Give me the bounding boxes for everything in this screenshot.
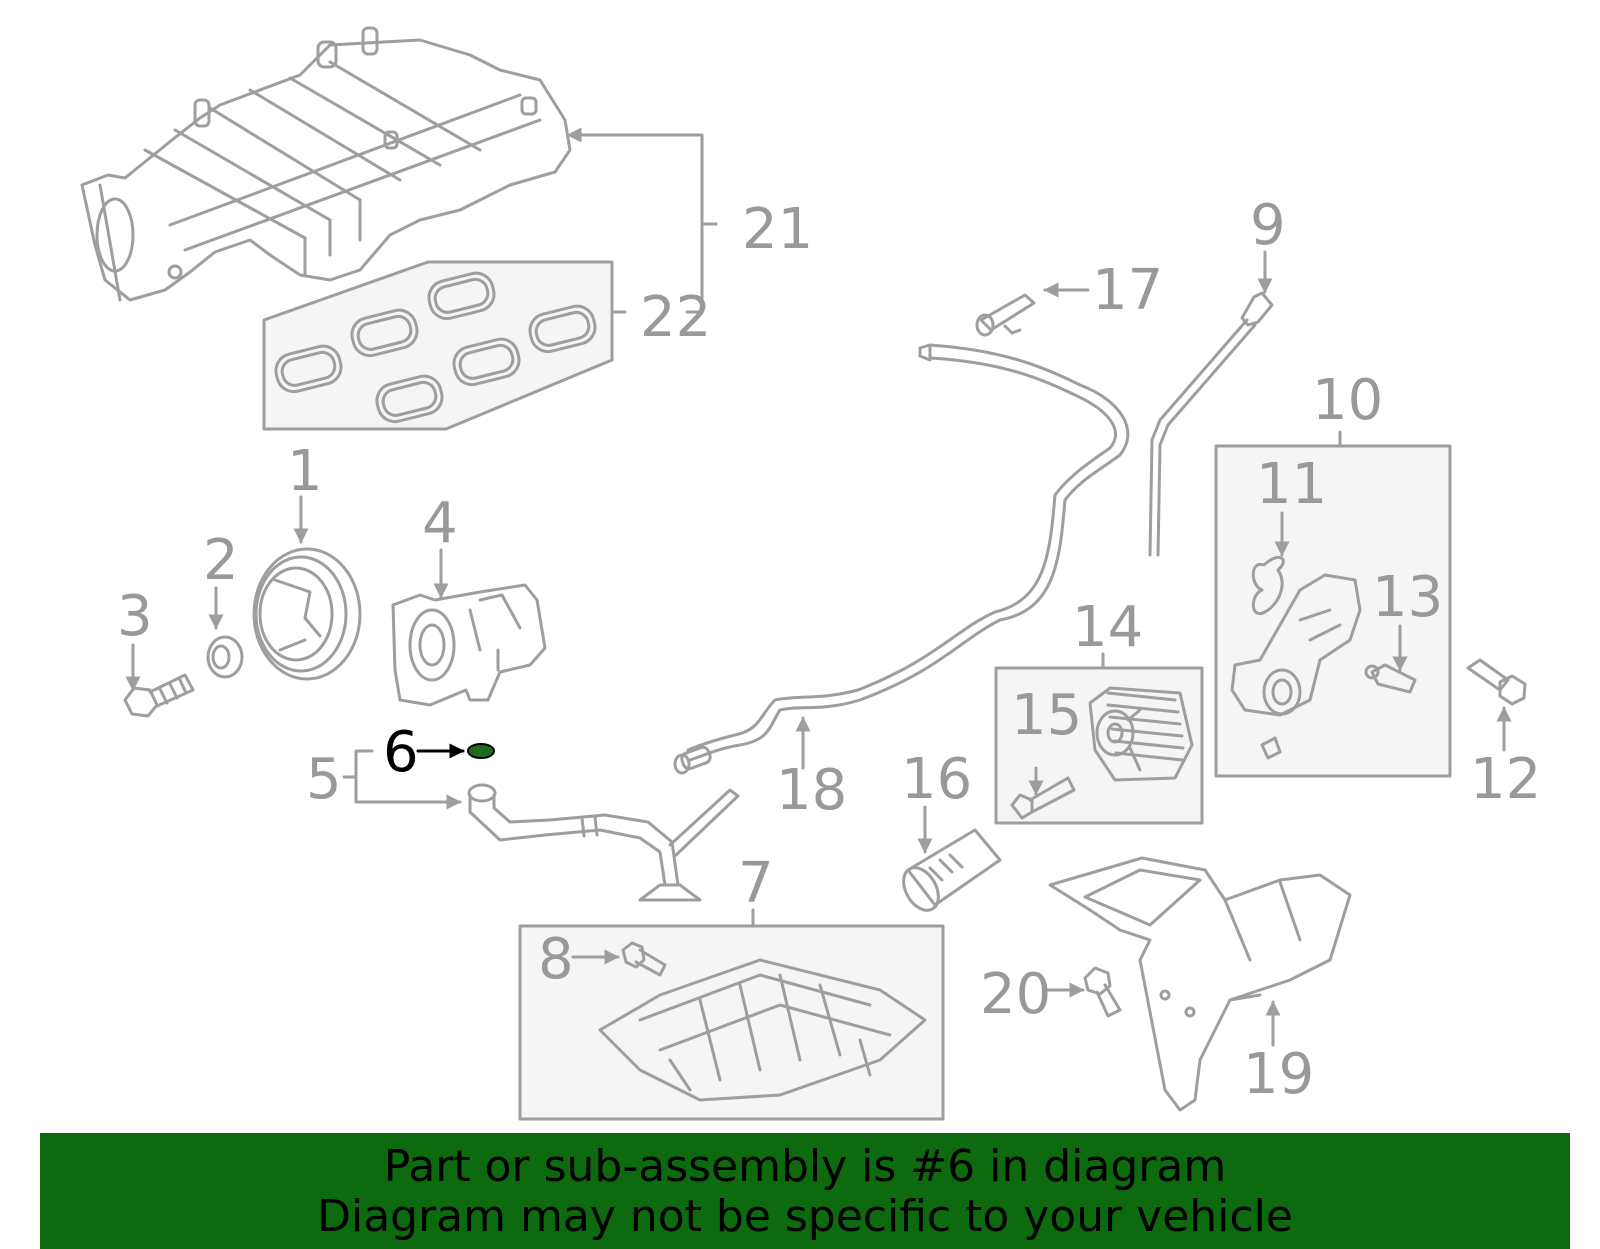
callout-5: 5 xyxy=(306,747,342,812)
callout-leader-21 xyxy=(568,135,718,314)
callout-8: 8 xyxy=(538,927,574,992)
callout-21: 21 xyxy=(742,197,814,262)
callout-7: 7 xyxy=(738,851,774,916)
shield-bolt xyxy=(1083,966,1122,1018)
sensor-harness xyxy=(673,293,1130,775)
callout-20: 20 xyxy=(980,962,1052,1027)
callout-3: 3 xyxy=(117,584,153,649)
callout-18: 18 xyxy=(776,758,848,823)
callout-14: 14 xyxy=(1072,595,1144,660)
banner-line-2: Diagram may not be specific to your vehi… xyxy=(317,1191,1293,1242)
oil-filter xyxy=(902,828,1002,912)
o-ring-highlighted xyxy=(467,743,495,759)
adapter-bolt xyxy=(1466,658,1527,706)
callout-22: 22 xyxy=(640,285,712,350)
info-banner: Part or sub-assembly is #6 in diagram Di… xyxy=(40,1133,1570,1249)
oil-pump xyxy=(391,583,547,707)
callout-12: 12 xyxy=(1470,747,1542,812)
pulley-bolt xyxy=(123,673,195,718)
intake-manifold xyxy=(80,26,572,302)
callout-leader-5 xyxy=(342,749,460,802)
banner-line-1: Part or sub-assembly is #6 in diagram xyxy=(383,1141,1227,1192)
sensor-13 xyxy=(1364,663,1417,694)
callout-19: 19 xyxy=(1243,1042,1315,1107)
oil-pan-box xyxy=(518,924,945,1121)
oil-cooler-box xyxy=(994,666,1204,825)
parts-diagram xyxy=(80,26,1527,1121)
callout-11: 11 xyxy=(1256,452,1328,517)
callout-10: 10 xyxy=(1312,368,1384,433)
splash-shield xyxy=(1048,856,1352,1112)
callout-4: 4 xyxy=(422,491,458,556)
callout-13: 13 xyxy=(1372,565,1444,630)
callout-16: 16 xyxy=(901,747,973,812)
pan-bolt xyxy=(621,941,667,977)
callout-9: 9 xyxy=(1250,193,1286,258)
filter-adapter-box xyxy=(1214,444,1452,778)
callout-2: 2 xyxy=(203,528,239,593)
cooler-bolt xyxy=(1010,776,1076,820)
crank-pulley xyxy=(252,547,362,681)
callout-17: 17 xyxy=(1092,258,1164,323)
washer xyxy=(206,635,244,679)
callout-6: 6 xyxy=(383,720,419,785)
gasket-set xyxy=(262,260,614,431)
callout-15: 15 xyxy=(1011,683,1083,748)
oil-pickup-tube xyxy=(467,783,740,902)
callout-1: 1 xyxy=(287,439,323,504)
